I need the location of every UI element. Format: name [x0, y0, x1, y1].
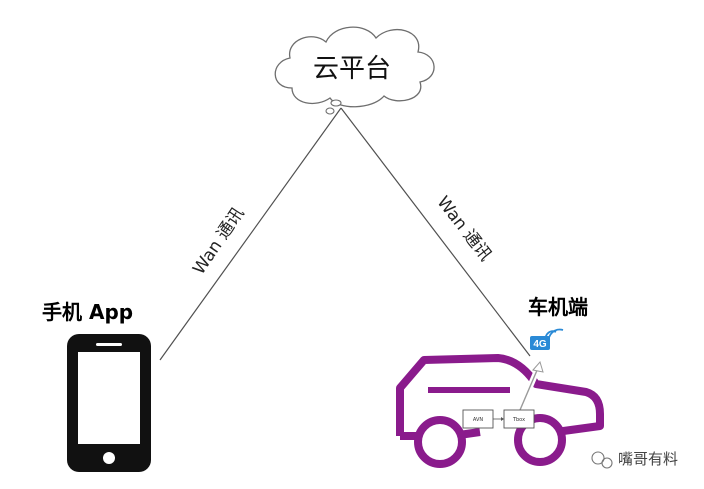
left-link-label: Wan 通讯	[189, 204, 248, 278]
phone-label: 手机 App	[42, 300, 133, 324]
car-icon	[396, 354, 604, 468]
avn-box-label: AVN	[473, 417, 484, 423]
wechat-official-account-icon	[591, 451, 613, 469]
phone-icon	[67, 334, 151, 472]
tbox-box	[503, 409, 535, 429]
cloud-label: 云平台	[313, 54, 391, 84]
4g-signal-icon: 4G	[530, 328, 564, 350]
watermark-text: 嘴哥有料	[618, 450, 678, 468]
car-label: 车机端	[528, 295, 588, 319]
tbox-box-label: Tbox	[512, 417, 525, 423]
right-wan-link-line	[340, 107, 531, 357]
4g-badge-label: 4G	[533, 339, 547, 350]
arrow-head-icon	[501, 417, 504, 421]
left-wan-link-line	[159, 107, 342, 361]
right-link-label: Wan 通讯	[433, 193, 496, 265]
cloud-icon	[274, 26, 435, 115]
